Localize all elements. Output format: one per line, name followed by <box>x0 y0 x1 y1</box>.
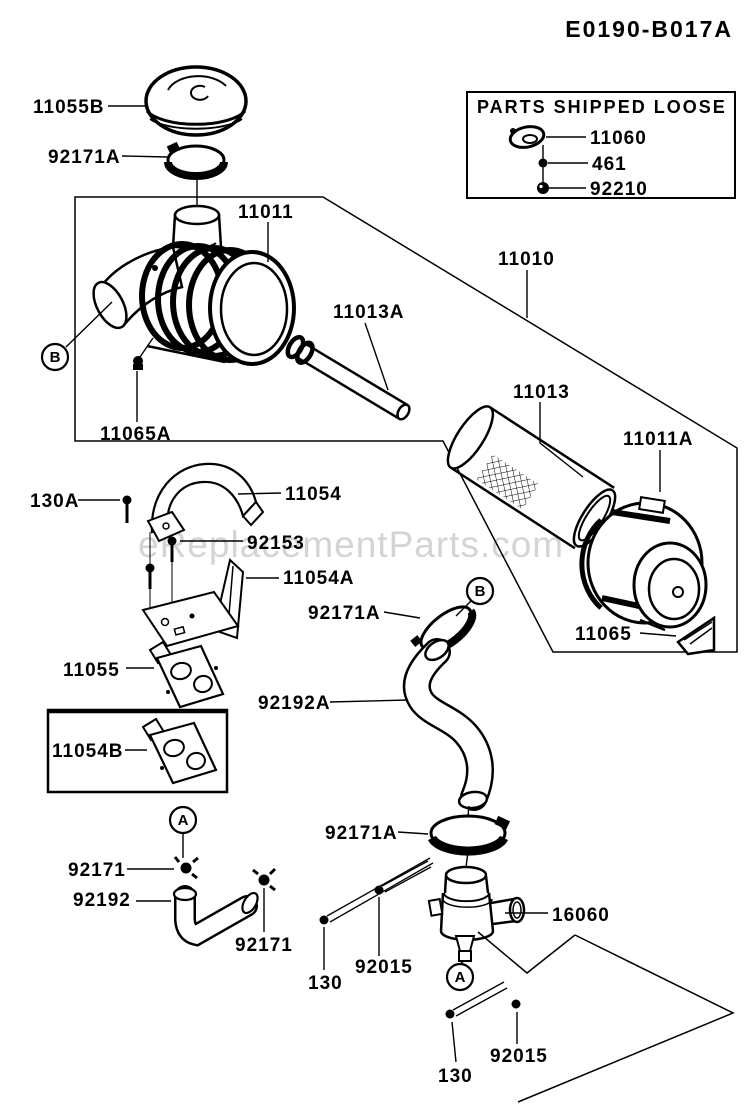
bolt-drawing-92015-lower <box>511 999 521 1009</box>
watermark: eReplacementParts.com <box>138 524 564 565</box>
part-label-130-lower: 130 <box>438 1066 473 1087</box>
valve-drawing-16060 <box>427 865 526 962</box>
clamp-drawing-92171a-top <box>164 141 228 180</box>
part-label-11055: 11055 <box>63 660 120 681</box>
part-label-11054: 11054 <box>285 484 342 505</box>
gasket-icon <box>508 125 546 149</box>
part-label-11011a: 11011A <box>623 429 693 450</box>
clamp-drawing-92171a-bottom <box>428 805 511 868</box>
assembly-group-outline <box>74 196 738 653</box>
part-label-92171a-mid: 92171A <box>308 603 381 624</box>
part-label-92171-left: 92171 <box>68 860 126 881</box>
part-label-461: 461 <box>592 154 627 175</box>
filter-element-drawing-11013 <box>446 405 617 550</box>
part-label-92171-right: 92171 <box>235 935 293 956</box>
part-label-11013a: 11013A <box>333 302 405 323</box>
nut-icon <box>537 182 549 194</box>
part-label-16060: 16060 <box>552 905 610 926</box>
part-label-92210: 92210 <box>590 179 648 200</box>
part-label-92171a-top: 92171A <box>48 147 121 168</box>
part-label-11054a: 11054A <box>283 568 355 589</box>
svg-text:B: B <box>50 349 61 366</box>
part-label-92192: 92192 <box>73 890 131 911</box>
callout-b-left: B <box>40 301 113 372</box>
parts-shipped-loose-title: PARTS SHIPPED LOOSE <box>477 97 727 117</box>
clamp-drawing-92171-right <box>252 867 277 892</box>
hose-drawing-92192a <box>402 638 494 811</box>
cap-drawing-11055b <box>144 65 248 137</box>
parts-shipped-loose-box: PARTS SHIPPED LOOSE 11060 461 92210 <box>466 91 736 200</box>
callout-a-left: A <box>168 805 198 858</box>
callout-a-bottom: A <box>445 960 475 992</box>
end-cap-drawing-11065 <box>676 615 716 656</box>
part-label-11065: 11065 <box>575 624 632 645</box>
part-label-92015-upper: 92015 <box>355 957 413 978</box>
hose-drawing-92192 <box>172 885 259 947</box>
diagram-code: E0190-B017A <box>565 16 733 42</box>
elbow-housing-drawing-11011 <box>92 204 296 366</box>
part-label-92015-lower: 92015 <box>490 1046 548 1067</box>
svg-text:A: A <box>178 812 189 829</box>
part-label-92153: 92153 <box>247 533 305 554</box>
gasket-drawing-11055 <box>148 640 225 709</box>
bolt-drawing-130a <box>122 495 132 523</box>
tube-drawing-11013a <box>285 334 411 421</box>
part-label-11055b: 11055B <box>33 97 105 118</box>
bolt-drawing-92153 <box>145 532 177 614</box>
part-label-11010: 11010 <box>498 249 555 270</box>
bolt-drawing-130-lower <box>445 981 508 1019</box>
part-label-11054b: 11054B <box>52 741 124 762</box>
part-label-92171a-bottom: 92171A <box>325 823 398 844</box>
part-label-11013: 11013 <box>513 382 570 403</box>
part-label-11060: 11060 <box>590 128 647 149</box>
washer-icon <box>538 158 548 168</box>
svg-text:A: A <box>455 969 466 986</box>
part-label-130a: 130A <box>30 491 79 512</box>
callout-b-mid: B <box>455 576 495 617</box>
svg-text:B: B <box>475 583 486 600</box>
bracket-drawing-11054 <box>146 462 265 543</box>
clamp-drawing-92171-left <box>173 856 199 880</box>
bolt-drawing-92015-upper <box>374 860 432 895</box>
routing-lines <box>477 931 735 1103</box>
part-label-130-upper: 130 <box>308 973 343 994</box>
bolt-drawing-11065a <box>133 337 154 370</box>
part-label-92192a: 92192A <box>258 693 331 714</box>
part-label-11065a: 11065A <box>100 424 172 445</box>
bracket-plate-drawing-11054a <box>141 558 245 648</box>
gasket-box-11054b <box>46 708 229 794</box>
cover-drawing-11011a <box>579 496 708 632</box>
part-label-11011: 11011 <box>238 202 294 223</box>
